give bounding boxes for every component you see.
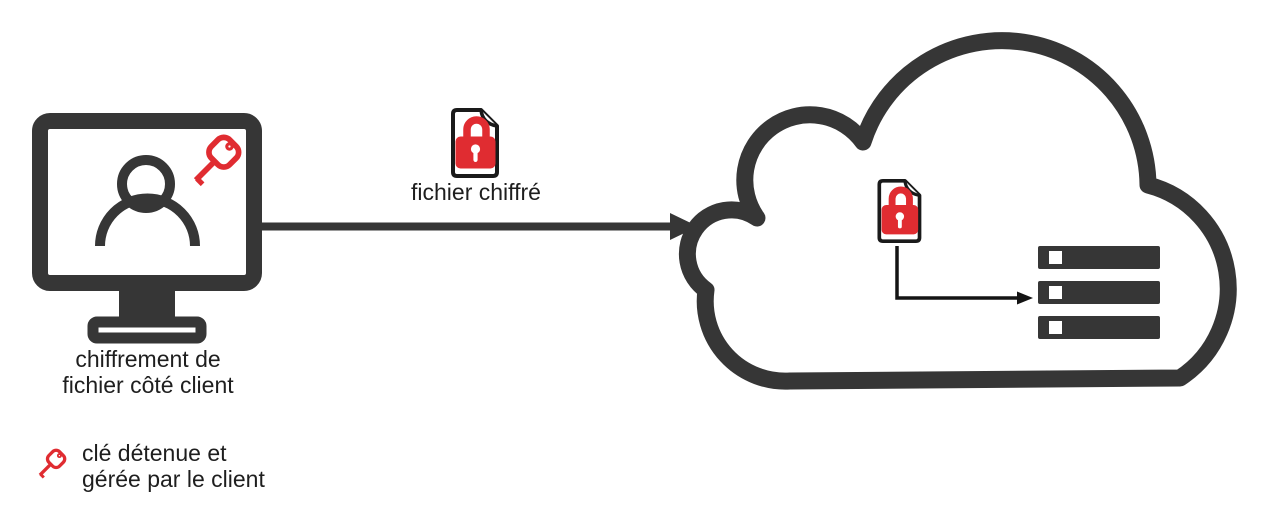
monitor-stand-base bbox=[87, 316, 207, 344]
legend-text-line1: clé détenue et bbox=[82, 440, 227, 466]
legend-text: clé détenue et gérée par le client bbox=[82, 440, 265, 492]
encrypted-file-icon bbox=[453, 110, 497, 176]
cloud-encrypted-file-icon bbox=[879, 181, 919, 241]
server-icon bbox=[1038, 281, 1160, 304]
client-caption-line2: fichier côté client bbox=[62, 372, 234, 398]
client-caption: chiffrement de fichier côté client bbox=[18, 346, 278, 398]
server-icon bbox=[1038, 316, 1160, 339]
legend-text-line2: gérée par le client bbox=[82, 466, 265, 492]
legend-key-icon bbox=[38, 446, 69, 480]
monitor-stand-neck bbox=[119, 288, 175, 318]
monitor-icon bbox=[32, 113, 262, 344]
storage-arrow bbox=[895, 246, 1033, 305]
client-caption-line1: chiffrement de bbox=[75, 346, 221, 372]
server-icon bbox=[1038, 246, 1160, 269]
user-icon bbox=[95, 155, 200, 247]
upload-arrow bbox=[258, 213, 698, 240]
server-stack-icon bbox=[1038, 246, 1160, 339]
transfer-label: fichier chiffré bbox=[411, 179, 541, 205]
